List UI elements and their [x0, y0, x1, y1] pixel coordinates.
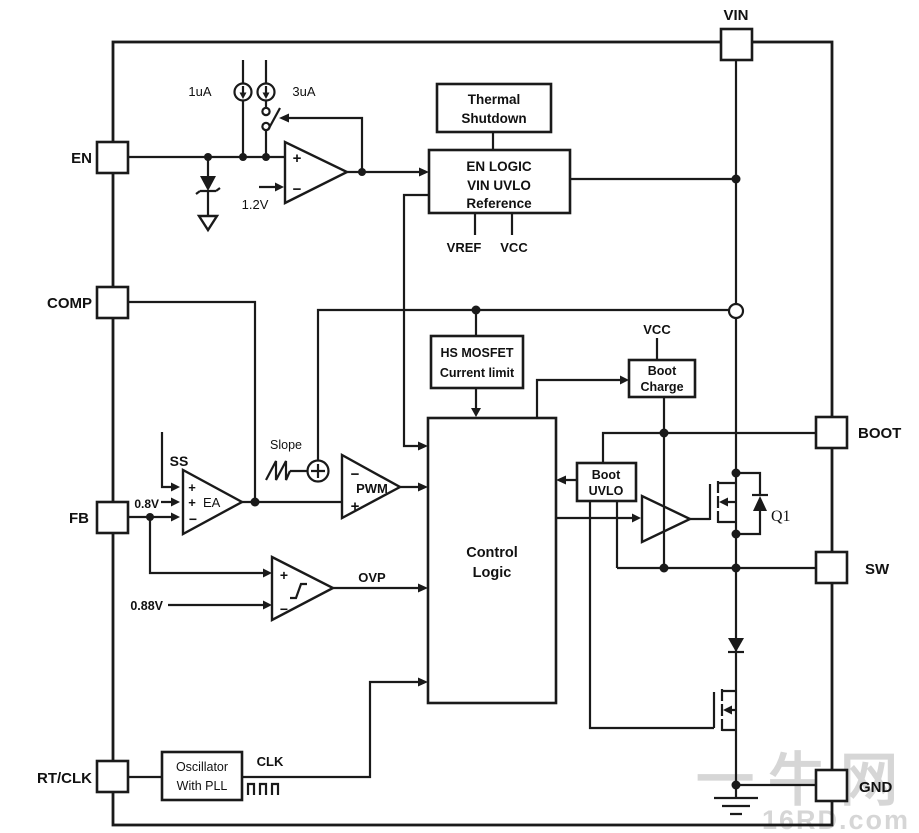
pin-comp	[95, 285, 130, 320]
pin-label-boot: BOOT	[858, 425, 901, 442]
hs-current-limit-block	[429, 334, 525, 390]
pin-labels: VIN EN COMP FB RT/CLK BOOT SW GND	[37, 7, 901, 796]
slope-label: Slope	[270, 438, 302, 452]
error-amplifier	[181, 467, 245, 537]
en-logic-block	[427, 148, 572, 215]
en-logic-label: VIN UVLO	[467, 178, 531, 193]
pin-label-gnd: GND	[859, 779, 893, 796]
ground-icon	[714, 796, 758, 816]
oscillator-label: With PLL	[177, 779, 228, 793]
ovp-comparator	[270, 555, 336, 622]
boot-charge-label: Charge	[640, 380, 683, 394]
ea-minus-fb: −	[189, 511, 197, 527]
pin-gnd	[814, 768, 849, 803]
q1-body-diode-icon	[736, 471, 768, 536]
pin-vin	[719, 27, 754, 62]
block-labels: Thermal Shutdown EN LOGIC VIN UVLO Refer…	[176, 92, 684, 793]
pwm-label: PWM	[356, 481, 388, 496]
pwm-minus: −	[351, 466, 360, 483]
ea-plus-ss: +	[188, 480, 196, 495]
hysteresis-icon	[290, 582, 307, 600]
en-ref-label: 1.2V	[242, 197, 269, 212]
watermark-text-cn: 一牛网	[696, 748, 912, 813]
pin-label-vin: VIN	[723, 7, 748, 24]
mosfet-q1-icon	[708, 481, 736, 524]
oscillator-label: Oscillator	[176, 760, 228, 774]
pins	[95, 27, 849, 803]
pin-label-sw: SW	[865, 561, 890, 578]
ovp-plus: +	[280, 567, 288, 583]
en-switch-icon	[261, 106, 281, 132]
boot-charge-block	[627, 358, 697, 399]
ss-label: SS	[170, 453, 189, 469]
pin-fb	[95, 500, 130, 535]
vcc-boot-label: VCC	[643, 322, 671, 337]
ovp-ref-label: 0.88V	[130, 599, 163, 613]
slope-summing-junction-icon	[306, 459, 330, 483]
pin-label-comp: COMP	[47, 295, 92, 312]
comparator-signs: + − + + − − + + −	[188, 150, 359, 617]
ovp-label: OVP	[358, 570, 386, 585]
pin-en	[95, 140, 130, 175]
clk-label: CLK	[257, 754, 284, 769]
fb-ref-label: 0.8V	[134, 497, 159, 511]
thermal-shutdown-block	[435, 82, 553, 134]
hs-current-limit-label: Current limit	[440, 366, 515, 380]
watermark: 一牛网 16RD.com	[696, 748, 912, 833]
en-logic-label: EN LOGIC	[466, 159, 532, 174]
en-current-sources	[233, 82, 276, 102]
sawtooth-icon	[265, 460, 292, 481]
thermal-shutdown-label: Shutdown	[461, 111, 526, 126]
vin-sense-node-icon	[727, 302, 745, 320]
current-1ua-label: 1uA	[188, 84, 211, 99]
current-3ua-label: 3uA	[292, 84, 315, 99]
pwm-comparator	[340, 452, 403, 521]
q1-label: Q1	[771, 508, 791, 525]
pin-sw	[814, 550, 849, 585]
boot-uvlo-label: Boot	[592, 468, 621, 482]
control-logic-label: Logic	[473, 565, 512, 581]
hs-current-limit-label: HS MOSFET	[441, 346, 514, 360]
en-comp-plus: +	[293, 150, 302, 167]
vcc-label: VCC	[500, 240, 528, 255]
control-logic-block	[426, 416, 558, 705]
watermark-text-url: 16RD.com	[762, 805, 910, 833]
signal-labels: 1uA 3uA 1.2V VREF VCC VCC Slope SS 0.8V …	[130, 84, 790, 769]
vref-label: VREF	[447, 240, 482, 255]
ea-label: EA	[203, 495, 221, 510]
pin-boot	[814, 415, 849, 450]
arrowheads	[171, 113, 641, 687]
pin-label-fb: FB	[69, 510, 89, 527]
boot-charge-label: Boot	[648, 364, 677, 378]
clock-waveform-icon	[246, 782, 280, 795]
ea-plus-ref: +	[188, 495, 196, 510]
mosfet-lowside-icon	[712, 689, 736, 732]
en-zener-diode-icon	[195, 176, 221, 233]
junction-dots	[146, 153, 741, 790]
thermal-shutdown-label: Thermal	[468, 92, 521, 107]
gate-driver	[640, 494, 693, 544]
freewheel-diode-icon	[728, 638, 744, 654]
ground-arrow-icon	[196, 214, 220, 233]
pin-label-rtclk: RT/CLK	[37, 770, 92, 787]
en-comp-minus: −	[293, 181, 302, 198]
pin-rtclk	[95, 759, 130, 794]
en-logic-label: Reference	[466, 196, 532, 211]
boot-uvlo-block	[575, 461, 638, 503]
boot-uvlo-label: UVLO	[589, 484, 624, 498]
pwm-plus: +	[351, 498, 360, 515]
en-comparator	[283, 140, 350, 205]
control-logic-label: Control	[466, 545, 518, 561]
pin-label-en: EN	[71, 150, 92, 167]
ovp-minus: −	[280, 601, 288, 617]
